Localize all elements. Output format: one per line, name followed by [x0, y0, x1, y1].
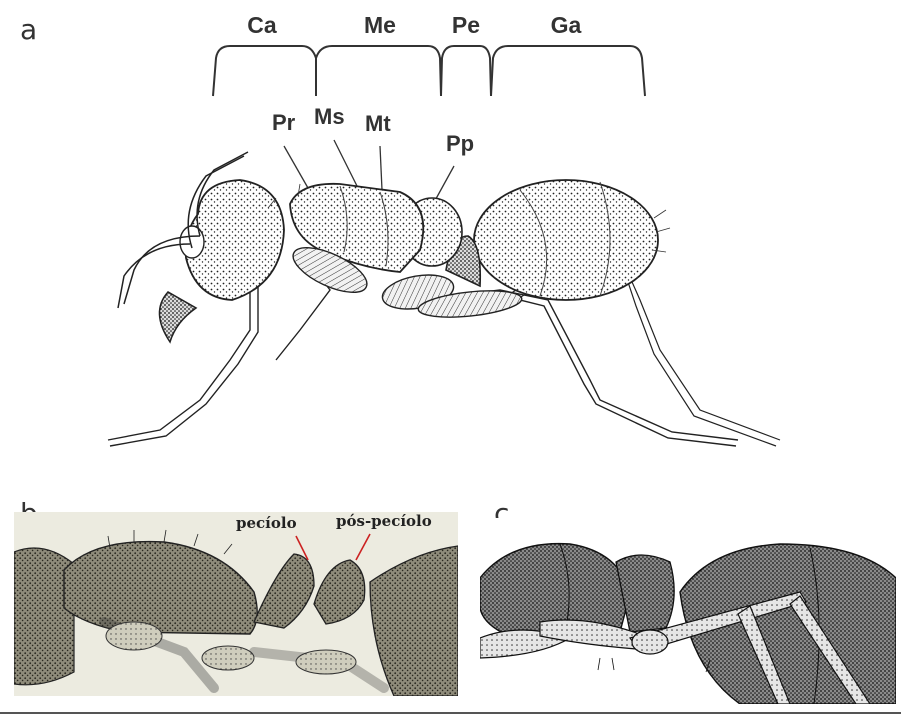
- inset-b-illustration: [14, 512, 458, 696]
- label-pos-peciolo: pós-pecíolo: [336, 514, 432, 529]
- segment-brackets: [213, 46, 645, 96]
- inset-c-illustration: [480, 518, 896, 704]
- mandible-shape: [159, 292, 196, 342]
- bracket-mesosoma: [316, 46, 441, 96]
- bottom-divider: [0, 712, 901, 714]
- gaster-shape: [474, 180, 658, 300]
- eye-shape: [180, 226, 204, 258]
- bracket-head: [213, 46, 316, 96]
- ant-illustration: [0, 0, 901, 480]
- pointer-pronotum: [284, 146, 308, 188]
- pointer-mesonotum: [334, 140, 358, 188]
- bracket-gaster: [491, 46, 645, 96]
- pointer-metanotum: [380, 146, 382, 190]
- inset-c-ant-closeup: [480, 518, 896, 704]
- inset-b-petiole-closeup: pecíolo pós-pecíolo: [14, 512, 458, 696]
- bracket-petiole: [441, 46, 491, 96]
- label-peciolo: pecíolo: [236, 516, 297, 531]
